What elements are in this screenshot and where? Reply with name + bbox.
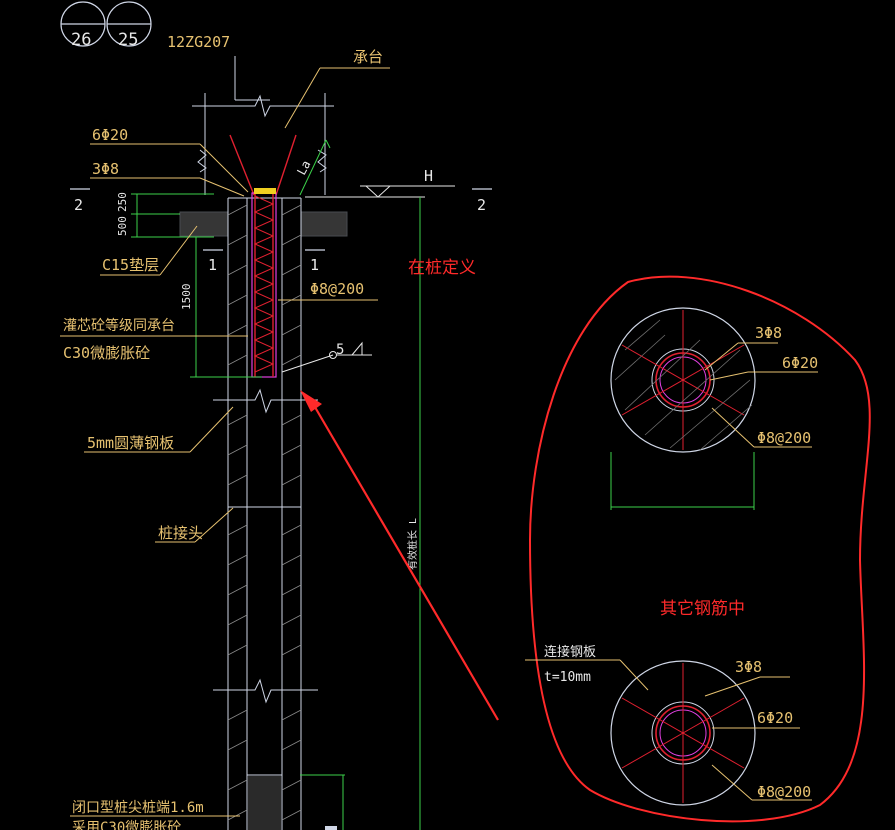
section-2-right: 2 bbox=[477, 196, 486, 214]
main-rebar-leader bbox=[199, 143, 249, 193]
annotation-arrow bbox=[300, 390, 499, 721]
joint-leader bbox=[194, 507, 234, 543]
dim-250: 250 bbox=[116, 192, 129, 212]
plate-label: 5mm圆薄钢板 bbox=[87, 434, 174, 452]
section-2-left: 2 bbox=[74, 196, 83, 214]
elevation-marker bbox=[305, 185, 455, 198]
joint-label: 桩接头 bbox=[158, 524, 203, 542]
pile-shaft bbox=[227, 197, 302, 830]
infill-label: 灌芯砼等级同承台 bbox=[63, 317, 175, 334]
plate-leader bbox=[189, 406, 234, 453]
pad-leader bbox=[159, 225, 198, 276]
rebar-stirrup-spiral bbox=[253, 195, 275, 373]
tip-label-1: 闭口型桩尖桩端1.6m bbox=[72, 799, 204, 816]
sec2-thickness-label: t=10mm bbox=[544, 670, 591, 685]
pile-tip-fill bbox=[248, 776, 281, 830]
annotation-loop bbox=[528, 275, 871, 823]
pad-dimensions bbox=[131, 193, 214, 238]
section-1-right: 1 bbox=[310, 256, 319, 274]
cushion-pad-right bbox=[300, 211, 348, 237]
cap-leader bbox=[284, 67, 321, 129]
sec1-main-label: 6Φ20 bbox=[782, 354, 818, 372]
sec2-stirrup-label: Φ8@200 bbox=[757, 783, 811, 801]
la-dimension bbox=[299, 139, 331, 196]
weld-size: 5 bbox=[336, 342, 344, 358]
elevation-h: H bbox=[424, 167, 433, 185]
dim-500: 500 bbox=[116, 216, 129, 236]
ring-rebar-leader bbox=[199, 177, 245, 197]
section-1-left: 1 bbox=[208, 256, 217, 274]
weld-symbol bbox=[281, 341, 372, 373]
pad-label: C15垫层 bbox=[102, 256, 159, 274]
annotation-other-rebar: 其它钢筋中 bbox=[660, 599, 745, 619]
tip-label-2: 采用C30微膨胀砼 bbox=[72, 819, 181, 830]
section-2-2 bbox=[525, 659, 812, 806]
ref-standard: 12ZG207 bbox=[167, 33, 230, 51]
ref-detail-26: 26 bbox=[71, 30, 91, 50]
sec2-plate-label: 连接钢板 bbox=[544, 644, 596, 660]
section-1-1 bbox=[610, 307, 818, 510]
la-label: La bbox=[294, 158, 313, 177]
sec1-ring-label: 3Φ8 bbox=[755, 324, 782, 342]
pile-length-label: 有效桩长 L bbox=[406, 518, 419, 570]
break-lines bbox=[213, 388, 318, 704]
stirrup-label: Φ8@200 bbox=[310, 280, 364, 298]
anchor-bars bbox=[229, 134, 297, 196]
main-rebar-label: 6Φ20 bbox=[92, 126, 128, 144]
cap-label: 承台 bbox=[353, 48, 383, 66]
ring-rebar-label: 3Φ8 bbox=[92, 160, 119, 178]
infill-grade: C30微膨胀砼 bbox=[63, 344, 150, 362]
sec1-stirrup-label: Φ8@200 bbox=[757, 429, 811, 447]
pile-wall-hatch bbox=[227, 204, 302, 821]
ref-detail-25: 25 bbox=[118, 30, 138, 50]
dim-1500 bbox=[190, 237, 262, 378]
pile-cap-outline bbox=[192, 93, 334, 195]
cushion-pad-left bbox=[179, 211, 229, 237]
annotation-define-in-pile: 在桩定义 bbox=[408, 258, 476, 278]
sec2-main-label: 6Φ20 bbox=[757, 709, 793, 727]
dim-1500-label: 1500 bbox=[180, 284, 193, 311]
reference-bubbles bbox=[60, 1, 152, 47]
top-plate bbox=[254, 188, 276, 194]
sec2-ring-label: 3Φ8 bbox=[735, 658, 762, 676]
pile-length-dim bbox=[300, 197, 421, 830]
